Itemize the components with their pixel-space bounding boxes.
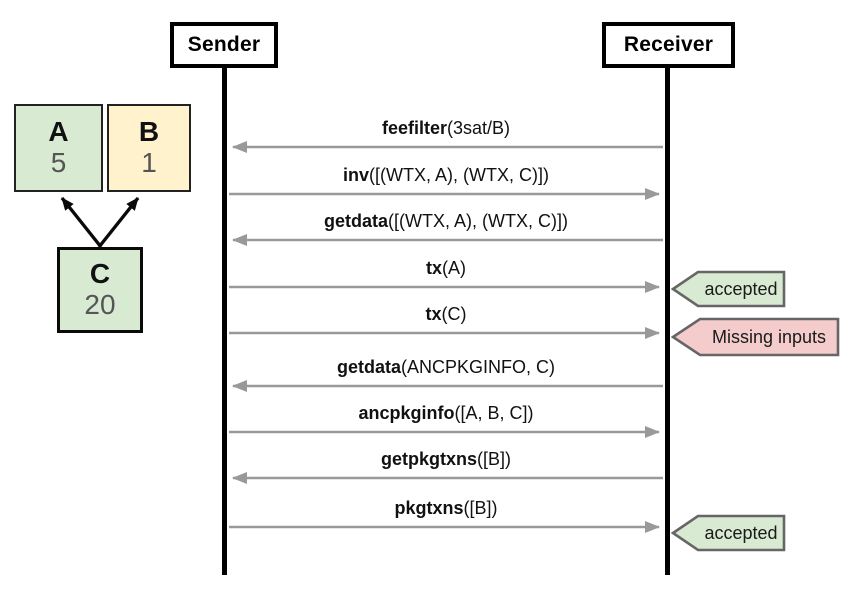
- message-name: ancpkginfo: [358, 403, 455, 423]
- message-args: ([A, B, C]): [454, 403, 534, 423]
- message-label-feefilter: feefilter(3sat/B): [225, 117, 667, 139]
- tx-node-c: C 20: [57, 247, 143, 333]
- message-label-ancpkginfo: ancpkginfo([A, B, C]): [225, 402, 667, 424]
- message-name: inv: [343, 165, 370, 185]
- message-name: pkgtxns: [394, 498, 464, 518]
- graph-edge-c-to-b: [97, 196, 140, 249]
- tx-node-c-value: 20: [84, 289, 116, 320]
- tx-node-b-label: B: [138, 116, 160, 148]
- message-args: (ANCPKGINFO, C): [401, 357, 556, 377]
- status-badge-missing-inputs-tx-c: Missing inputs: [671, 317, 840, 357]
- tx-node-a: A 5: [14, 104, 103, 192]
- badge-shape: [671, 317, 840, 357]
- message-args: (A): [442, 258, 466, 278]
- message-label-getdata-wtx: getdata([(WTX, A), (WTX, C)]): [225, 210, 667, 232]
- message-args: ([B]): [477, 449, 511, 469]
- participant-sender: Sender: [170, 22, 278, 68]
- message-label-getdata-ancpkginfo: getdata(ANCPKGINFO, C): [225, 356, 667, 378]
- message-name: getdata: [336, 357, 401, 377]
- message-name: tx: [425, 304, 442, 324]
- lifeline-sender: [222, 68, 227, 575]
- message-args: ([(WTX, A), (WTX, C)]): [388, 211, 568, 231]
- status-badge-accepted-pkgtxns: accepted: [671, 514, 786, 552]
- message-args: ([B]): [463, 498, 498, 518]
- message-args: (3sat/B): [447, 118, 511, 138]
- message-name: getpkgtxns: [380, 449, 477, 469]
- badge-label: accepted: [704, 279, 777, 299]
- message-label-tx-a: tx(A): [225, 257, 667, 279]
- message-name: tx: [425, 258, 442, 278]
- message-label-inv: inv([(WTX, A), (WTX, C)]): [225, 164, 667, 186]
- message-label-getpkgtxns: getpkgtxns([B]): [225, 448, 667, 470]
- tx-node-c-label: C: [89, 258, 111, 290]
- badge-label: Missing inputs: [712, 327, 826, 347]
- tx-node-a-label: A: [48, 116, 69, 148]
- tx-node-b-value: 1: [141, 147, 157, 178]
- tx-node-b: B 1: [107, 104, 191, 192]
- message-name: feefilter: [381, 118, 447, 138]
- lifeline-receiver: [665, 68, 670, 575]
- badge-shape: [671, 270, 786, 308]
- message-label-pkgtxns: pkgtxns([B]): [225, 497, 667, 519]
- message-name: getdata: [324, 211, 389, 231]
- message-args: (C): [441, 304, 467, 324]
- badge-shape: [671, 514, 786, 552]
- message-label-tx-c: tx(C): [225, 303, 667, 325]
- graph-edge-c-to-a: [60, 196, 103, 249]
- message-args: ([(WTX, A), (WTX, C)]): [369, 165, 549, 185]
- badge-label: accepted: [704, 523, 777, 543]
- tx-node-a-value: 5: [50, 147, 67, 178]
- participant-receiver: Receiver: [602, 22, 735, 68]
- status-badge-accepted-tx-a: accepted: [671, 270, 786, 308]
